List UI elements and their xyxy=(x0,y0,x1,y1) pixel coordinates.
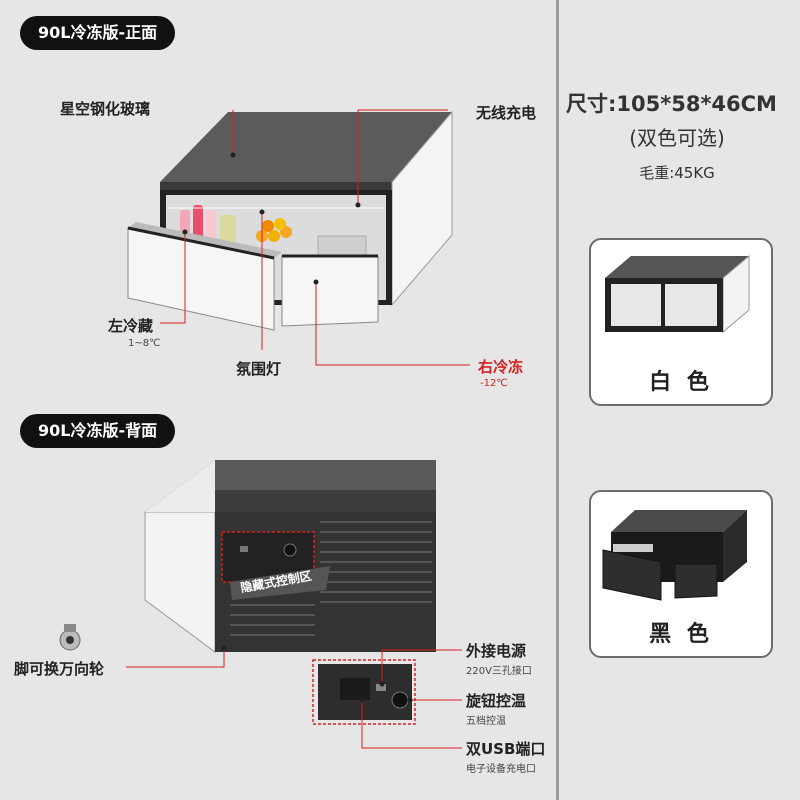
weight-spec: 毛重:45KG xyxy=(639,164,715,182)
front-section-title: 90L冷冻版-正面 xyxy=(20,16,176,50)
right-freezer-label: 右冷冻 xyxy=(478,358,524,376)
wireless-charging-label: 无线充电 xyxy=(476,104,537,122)
size-spec: 尺寸:105*58*46CM xyxy=(566,92,777,116)
black-variant-label: 黑 色 xyxy=(649,622,713,647)
usb-label: 双USB端口 xyxy=(466,740,546,758)
white-variant-image xyxy=(605,254,750,334)
glass-top-label: 星空钢化玻璃 xyxy=(60,100,151,118)
white-variant-card[interactable]: 白 色 xyxy=(589,238,773,406)
white-variant-label: 白 色 xyxy=(649,370,713,395)
black-variant-image xyxy=(602,510,747,601)
back-section-title: 90L冷冻版-背面 xyxy=(20,414,176,448)
section-divider xyxy=(556,0,559,800)
black-variant-card[interactable]: 黑 色 xyxy=(589,490,773,658)
power-sub: 220V三孔接口 xyxy=(466,666,532,677)
knob-sub: 五档控温 xyxy=(466,716,506,727)
colors-note: (双色可选) xyxy=(629,126,725,150)
back-product-illustration xyxy=(59,460,462,749)
left-fridge-temp: 1~8℃ xyxy=(128,338,161,349)
wheel-label: 脚可换万向轮 xyxy=(14,660,105,678)
left-fridge-label: 左冷藏 xyxy=(108,317,154,335)
usb-sub: 电子设备充电口 xyxy=(466,764,536,775)
power-label: 外接电源 xyxy=(466,642,527,660)
right-freezer-temp: -12℃ xyxy=(480,378,508,389)
front-product-illustration xyxy=(127,109,470,366)
ambient-light-label: 氛围灯 xyxy=(236,360,282,378)
knob-label: 旋钮控温 xyxy=(466,692,527,710)
